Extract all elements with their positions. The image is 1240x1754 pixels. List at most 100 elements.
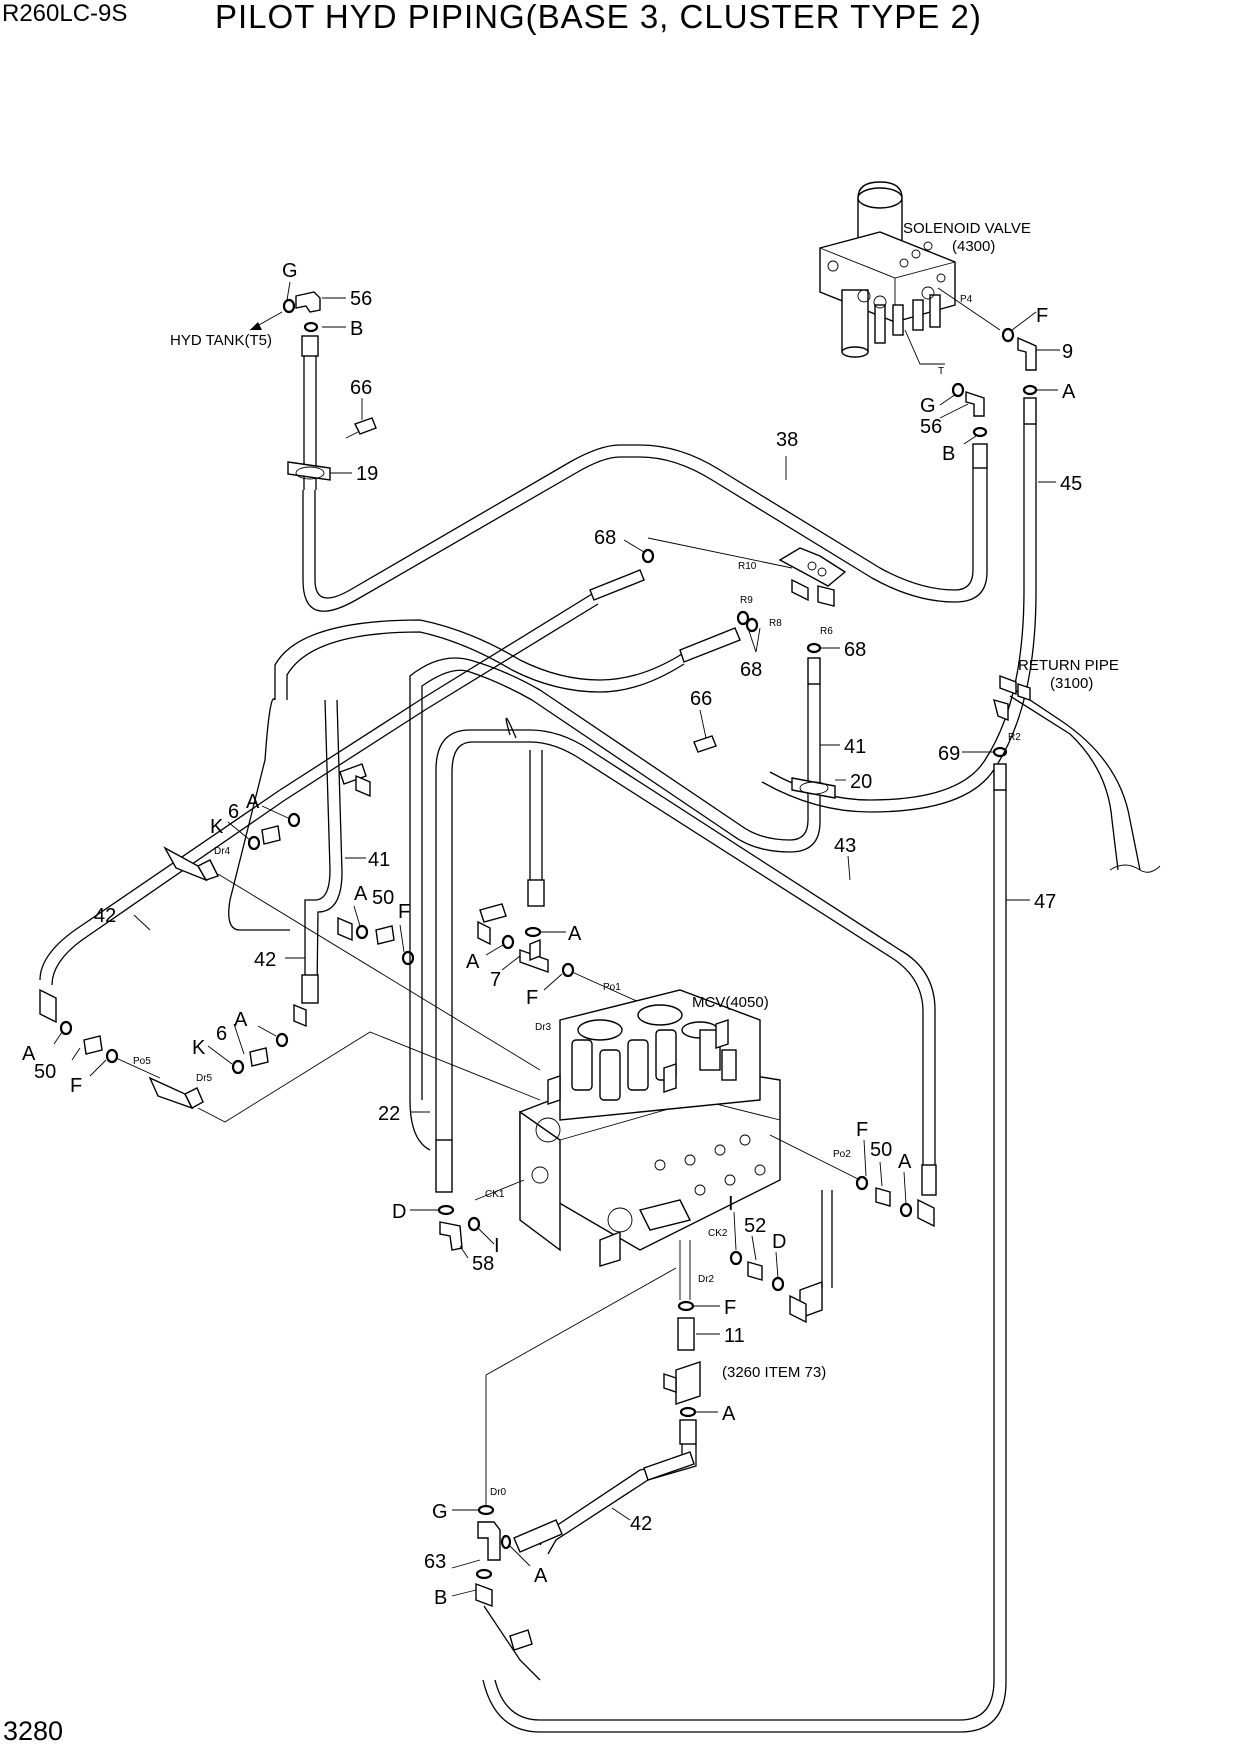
o-ring-f-bl xyxy=(105,1048,119,1064)
solenoid-valve-label: SOLENOID VALVE xyxy=(903,220,1031,237)
hose-42-mid xyxy=(304,699,343,991)
callout-6-bl: 6 xyxy=(216,1023,227,1045)
callout-11: 11 xyxy=(724,1325,745,1347)
callout-7: 7 xyxy=(490,969,501,991)
adapter-50-m xyxy=(375,925,395,945)
callout-9: 9 xyxy=(1062,341,1073,363)
o-ring-g-sol xyxy=(951,382,965,398)
o-ring-68-a xyxy=(641,548,655,564)
o-ring-f-m xyxy=(401,950,415,966)
callout-41-right: 41 xyxy=(844,736,866,758)
elbow-fitting-58 xyxy=(439,1221,463,1251)
clamp-20 xyxy=(791,777,836,799)
callout-50-right: 50 xyxy=(870,1139,892,1161)
callout-50-bl: 50 xyxy=(34,1061,56,1083)
o-ring-g-tank xyxy=(282,298,296,314)
callout-g-bottom: G xyxy=(432,1501,448,1523)
o-ring-i-l xyxy=(467,1216,481,1232)
port-t: T xyxy=(938,366,944,377)
callout-22: 22 xyxy=(378,1103,400,1125)
o-ring-f-sol xyxy=(1001,327,1015,343)
hose-38 xyxy=(314,444,974,599)
adapter-6-l xyxy=(261,825,281,845)
solenoid-valve xyxy=(819,181,956,358)
adapter-50-bl xyxy=(83,1035,103,1055)
callout-20: 20 xyxy=(850,771,872,793)
mcv-label: MCV(4050) xyxy=(692,994,769,1011)
o-ring-f-11 xyxy=(677,1300,695,1312)
callout-68-b: 68 xyxy=(740,659,762,681)
return-pipe-ref: (3100) xyxy=(1050,675,1093,692)
port-dr5: Dr5 xyxy=(196,1073,213,1084)
check-valve-11 xyxy=(677,1317,695,1351)
page-number: 3280 xyxy=(3,1716,64,1746)
ref-3260-label: (3260 ITEM 73) xyxy=(722,1364,826,1381)
hose-end-38 xyxy=(972,443,988,469)
port-po5: Po5 xyxy=(133,1056,151,1067)
port-r2: R2 xyxy=(1008,732,1021,743)
tee-fitting-63 xyxy=(477,1521,501,1561)
hose-end-r9 xyxy=(679,627,741,663)
adapter-50-r xyxy=(875,1187,891,1207)
o-ring-a-50 xyxy=(355,924,369,940)
hose-end-47 xyxy=(993,763,1007,791)
port-r8: R8 xyxy=(769,618,782,629)
callout-69: 69 xyxy=(938,743,960,765)
o-ring-b-b xyxy=(475,1568,493,1580)
hose-22 xyxy=(409,700,431,1151)
o-ring-a-bl xyxy=(59,1020,73,1036)
callout-6-left: 6 xyxy=(228,801,239,823)
o-ring-a-l xyxy=(287,812,301,828)
callout-19: 19 xyxy=(356,463,378,485)
hose-41-center xyxy=(529,750,543,900)
callout-47: 47 xyxy=(1034,891,1056,913)
hose-end-r10 xyxy=(589,569,645,601)
fitting-3260 xyxy=(675,1361,701,1405)
solenoid-valve-ref: (4300) xyxy=(952,238,995,255)
port-dr2: Dr2 xyxy=(698,1274,715,1285)
callout-i-left: I xyxy=(494,1235,500,1257)
o-ring-68-c xyxy=(806,642,822,654)
o-ring-f-7 xyxy=(561,962,575,978)
return-pipe xyxy=(999,679,1141,871)
callout-45: 45 xyxy=(1060,473,1082,495)
callout-f-mid: F xyxy=(398,901,410,923)
callout-42-c: 42 xyxy=(630,1513,652,1535)
o-ring-a-11 xyxy=(679,1406,697,1418)
callout-41-left: 41 xyxy=(368,849,390,871)
callout-f-11: F xyxy=(724,1297,736,1319)
callout-b-sol: B xyxy=(942,443,955,465)
page-title: PILOT HYD PIPING(BASE 3, CLUSTER TYPE 2) xyxy=(215,0,982,35)
port-ck1: CK1 xyxy=(485,1189,505,1200)
o-ring-a-7b xyxy=(524,926,542,938)
port-po1: Po1 xyxy=(603,982,621,993)
hose-end-r6 xyxy=(807,657,821,685)
leader-t xyxy=(904,329,945,365)
o-ring-b-tank xyxy=(303,321,319,333)
callout-labels: G 56 B 66 19 F 9 A G 56 B 38 45 68 68 68… xyxy=(22,260,1082,1609)
callout-66-top: 66 xyxy=(350,377,372,399)
o-ring-g-b xyxy=(477,1504,495,1516)
hose-end-45 xyxy=(1023,397,1037,425)
o-ring-a-bl2 xyxy=(275,1032,289,1048)
leader-p4 xyxy=(937,287,1001,331)
callout-38: 38 xyxy=(776,429,798,451)
o-ring-68-b2 xyxy=(745,617,759,633)
o-ring-a-r xyxy=(899,1202,913,1218)
callout-42-b: 42 xyxy=(254,949,276,971)
callout-a-bl2: A xyxy=(234,1009,248,1031)
model-code: R260LC-9S xyxy=(2,0,128,27)
hose-47 xyxy=(482,790,1007,1733)
callout-50-mid: 50 xyxy=(372,887,394,909)
callout-d-center: D xyxy=(772,1231,786,1253)
port-dr0: Dr0 xyxy=(490,1487,507,1498)
center-manifold xyxy=(778,547,847,607)
callout-a-7: A xyxy=(568,923,582,945)
callout-63: 63 xyxy=(424,1551,446,1573)
callout-a-bl: A xyxy=(22,1043,36,1065)
elbow-fitting-56-sol xyxy=(965,391,985,417)
callout-43: 43 xyxy=(834,835,856,857)
callout-68-c: 68 xyxy=(844,639,866,661)
callout-56-tank: 56 xyxy=(350,288,372,310)
